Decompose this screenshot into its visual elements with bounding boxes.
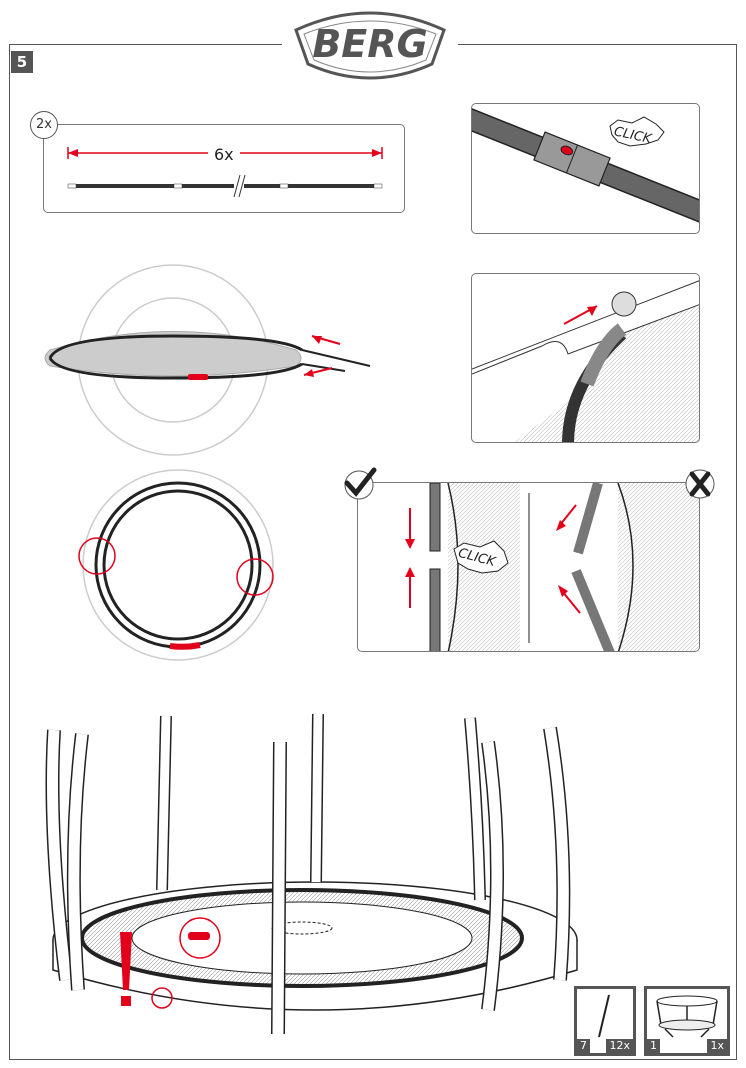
check-panel: CLICK bbox=[357, 482, 700, 652]
rod-panel: 6x bbox=[43, 124, 405, 213]
rod-quantity-badge: 2x bbox=[30, 111, 58, 139]
check-illustration: CLICK bbox=[405, 483, 699, 651]
part-quantity: 12x bbox=[606, 1039, 633, 1053]
cross-icon bbox=[685, 469, 715, 499]
part-trampoline-box: 1 1x bbox=[644, 986, 730, 1056]
rod-illustration bbox=[67, 147, 383, 198]
part-quantity: 1x bbox=[707, 1039, 727, 1053]
checkmark-icon bbox=[344, 467, 377, 500]
brand-name: BERG bbox=[312, 22, 427, 66]
part-number: 7 bbox=[577, 1039, 590, 1053]
pole-insert-panel bbox=[471, 273, 700, 443]
part-number: 1 bbox=[647, 1039, 660, 1053]
click-connector-panel: CLICK bbox=[471, 103, 700, 234]
warning-icon bbox=[120, 932, 132, 990]
pole-icon bbox=[598, 994, 610, 1038]
berg-logo: BERG bbox=[282, 2, 458, 84]
connector-illustration: CLICK bbox=[472, 108, 699, 223]
part-pole-box: 7 12x bbox=[574, 986, 636, 1056]
rod-count-label: 6x bbox=[208, 145, 240, 164]
trampoline-illustration bbox=[45, 713, 578, 1035]
ring-complete-diagram bbox=[78, 469, 274, 661]
pole-insert-illustration bbox=[472, 280, 699, 442]
berg-shield-icon: BERG bbox=[294, 11, 446, 80]
trampoline-icon bbox=[656, 995, 718, 1038]
step-number: 5 bbox=[11, 51, 33, 73]
sleeve-insertion-diagram bbox=[44, 264, 371, 456]
